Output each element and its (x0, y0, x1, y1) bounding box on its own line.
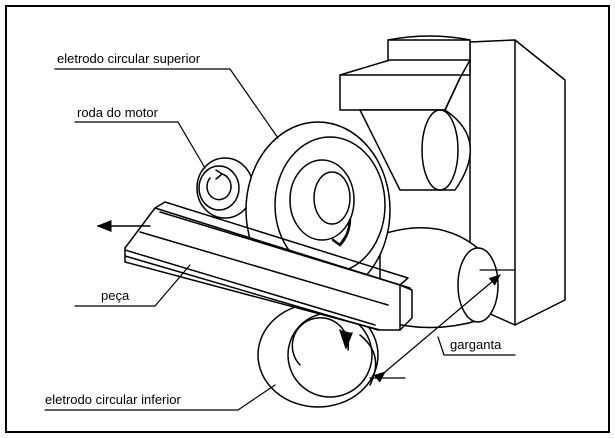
label-throat: garganta (450, 337, 502, 352)
leader-throat (437, 336, 516, 356)
throat-dimension (369, 269, 516, 383)
label-motor-wheel: roda do motor (77, 105, 159, 120)
head-block (339, 59, 471, 111)
lower-electrode-wheel (255, 302, 380, 408)
leader-upper-electrode (54, 68, 279, 139)
label-upper-electrode: eletrodo circular superior (57, 51, 201, 66)
leader-workpiece (74, 264, 191, 307)
figure-frame (5, 5, 610, 433)
label-lower-electrode: eletrodo circular inferior (45, 392, 182, 407)
leader-lines (44, 68, 516, 411)
leader-motor-wheel (74, 121, 206, 169)
label-workpiece: peça (101, 288, 130, 303)
leader-lower-electrode (44, 384, 276, 411)
upper-arm (359, 109, 472, 191)
motor-wheel (196, 157, 254, 219)
